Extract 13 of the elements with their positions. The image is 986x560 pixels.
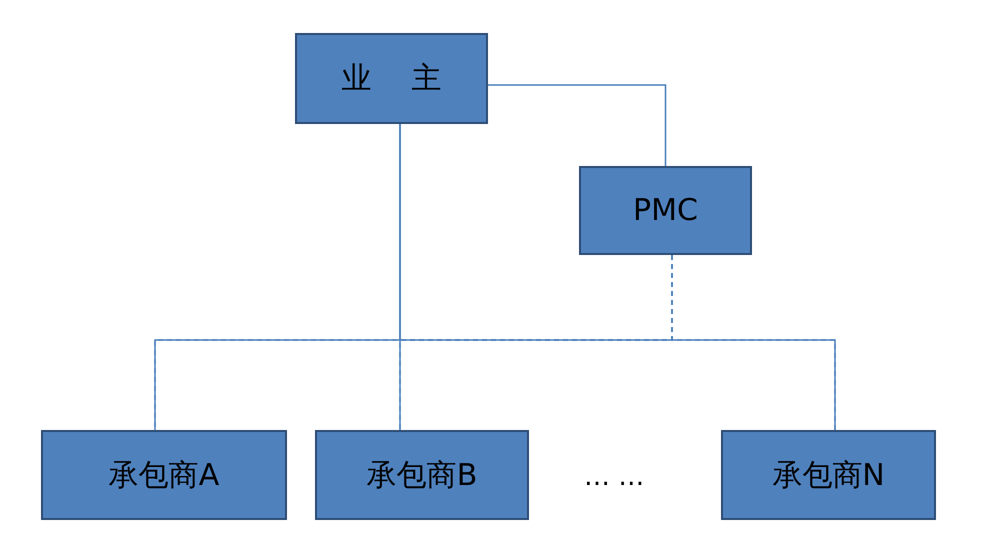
ellipsis-text: … … [584, 462, 644, 492]
role-box [41, 430, 287, 520]
role-box [721, 430, 936, 520]
role-box [579, 166, 752, 255]
role-label: 承包商N [772, 456, 885, 494]
role-box [295, 33, 488, 124]
role-label: 业 主 [342, 60, 442, 98]
role-label: 承包商B [366, 456, 478, 494]
role-box [315, 430, 529, 520]
connector-line [671, 255, 836, 430]
role-label: PMC [633, 193, 698, 228]
role-label: 承包商A [108, 456, 220, 494]
connector-line [488, 84, 666, 166]
